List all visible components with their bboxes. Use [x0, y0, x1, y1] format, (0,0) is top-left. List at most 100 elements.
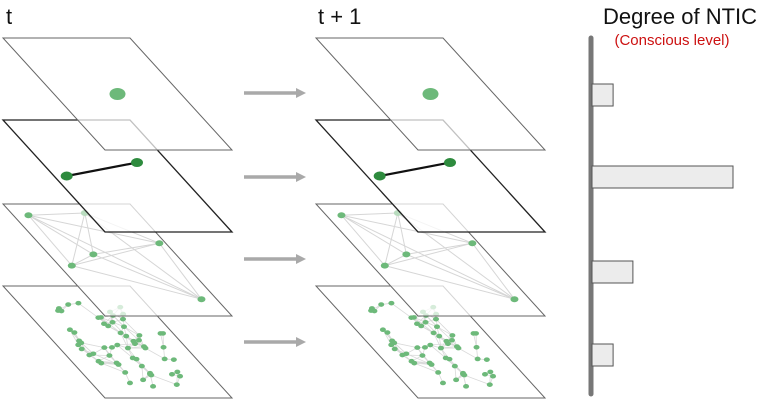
- network-edge: [93, 253, 202, 300]
- network-node: [71, 330, 78, 335]
- network-node: [150, 384, 157, 389]
- network-edge: [151, 374, 177, 386]
- network-edge: [394, 342, 418, 349]
- network-edge: [379, 161, 451, 178]
- network-node: [380, 262, 389, 269]
- network-node: [460, 371, 467, 377]
- network-edge: [391, 302, 412, 318]
- network-edge: [71, 265, 202, 300]
- network-node: [160, 344, 167, 350]
- network-node: [414, 321, 421, 327]
- network-node: [113, 360, 120, 366]
- network-edge: [425, 321, 440, 337]
- network-edge: [80, 342, 94, 355]
- network-node: [439, 380, 446, 386]
- network-node: [391, 340, 398, 346]
- network-node: [411, 360, 418, 366]
- network-edge: [28, 212, 85, 216]
- network-edge: [28, 214, 202, 300]
- network-edge: [71, 242, 160, 267]
- network-edge: [78, 302, 99, 318]
- layer-stack-t-plus-1: [314, 37, 547, 399]
- network-edge: [120, 332, 129, 349]
- network-edge: [436, 326, 453, 336]
- network-node: [170, 357, 177, 362]
- network-edge: [101, 362, 126, 373]
- network-node: [470, 331, 477, 336]
- network-node: [78, 340, 85, 346]
- network-edge: [341, 214, 515, 300]
- network-node: [131, 341, 138, 347]
- network-edge: [158, 242, 202, 300]
- network-node: [444, 341, 451, 347]
- network-node: [368, 308, 375, 313]
- network-node: [446, 356, 453, 362]
- network-edge: [71, 253, 94, 267]
- network-node: [430, 330, 437, 336]
- ntic-bar-chart: [588, 35, 734, 397]
- network-edge: [122, 318, 140, 336]
- network-node: [378, 302, 385, 307]
- network-node: [169, 371, 175, 377]
- network-node: [426, 360, 433, 366]
- network-edge: [341, 214, 386, 266]
- network-node: [101, 345, 108, 350]
- network-node: [427, 342, 434, 348]
- network-edge: [28, 214, 160, 244]
- network-edge: [471, 242, 515, 300]
- network-node: [124, 345, 131, 351]
- network-node: [453, 377, 460, 383]
- network-node: [373, 171, 386, 181]
- network-edge: [430, 344, 447, 359]
- layer-stack-t: [1, 37, 234, 399]
- network-node: [379, 327, 386, 333]
- network-node: [78, 346, 85, 352]
- network-node: [408, 315, 415, 320]
- network-edge: [406, 242, 473, 255]
- network-edge: [414, 362, 439, 373]
- network-node: [418, 323, 425, 329]
- ntic-bar-layer-2: [591, 165, 734, 189]
- network-node: [86, 352, 93, 358]
- network-node: [414, 345, 421, 350]
- network-node: [174, 369, 181, 375]
- network-node: [65, 302, 72, 307]
- network-node: [140, 377, 147, 383]
- network-edge: [384, 212, 399, 266]
- network-node: [419, 353, 426, 358]
- network-node: [101, 321, 108, 327]
- network-node: [60, 171, 73, 181]
- network-edge: [384, 242, 473, 267]
- network-node: [402, 251, 411, 258]
- network-node: [119, 316, 126, 322]
- network-node: [126, 380, 133, 386]
- network-edge: [71, 212, 86, 266]
- layer-stacks: [1, 37, 547, 399]
- network-node: [437, 345, 444, 351]
- network-edge: [384, 253, 407, 267]
- network-edge: [435, 318, 453, 336]
- layer-1: [1, 37, 234, 151]
- network-node: [135, 337, 142, 343]
- ntic-subtitle: (Conscious level): [614, 32, 729, 49]
- network-node: [422, 88, 439, 100]
- network-edge: [341, 214, 407, 255]
- time-arrows: [244, 88, 306, 347]
- network-edge: [406, 253, 515, 300]
- network-node: [510, 296, 519, 303]
- network-node: [388, 300, 395, 306]
- ntic-title: Degree of NTIC: [603, 4, 757, 29]
- network-node: [463, 384, 470, 389]
- network-node: [473, 344, 480, 350]
- network-edge: [112, 321, 127, 337]
- label-t-plus-1: t + 1: [318, 4, 361, 29]
- network-edge: [66, 161, 138, 178]
- network-node: [109, 88, 126, 100]
- network-node: [474, 356, 481, 362]
- network-node: [448, 337, 455, 343]
- network-edge: [475, 333, 477, 348]
- network-node: [435, 370, 442, 375]
- layer-1: [314, 37, 547, 151]
- network-edge: [421, 325, 440, 337]
- layer-3: [1, 203, 234, 317]
